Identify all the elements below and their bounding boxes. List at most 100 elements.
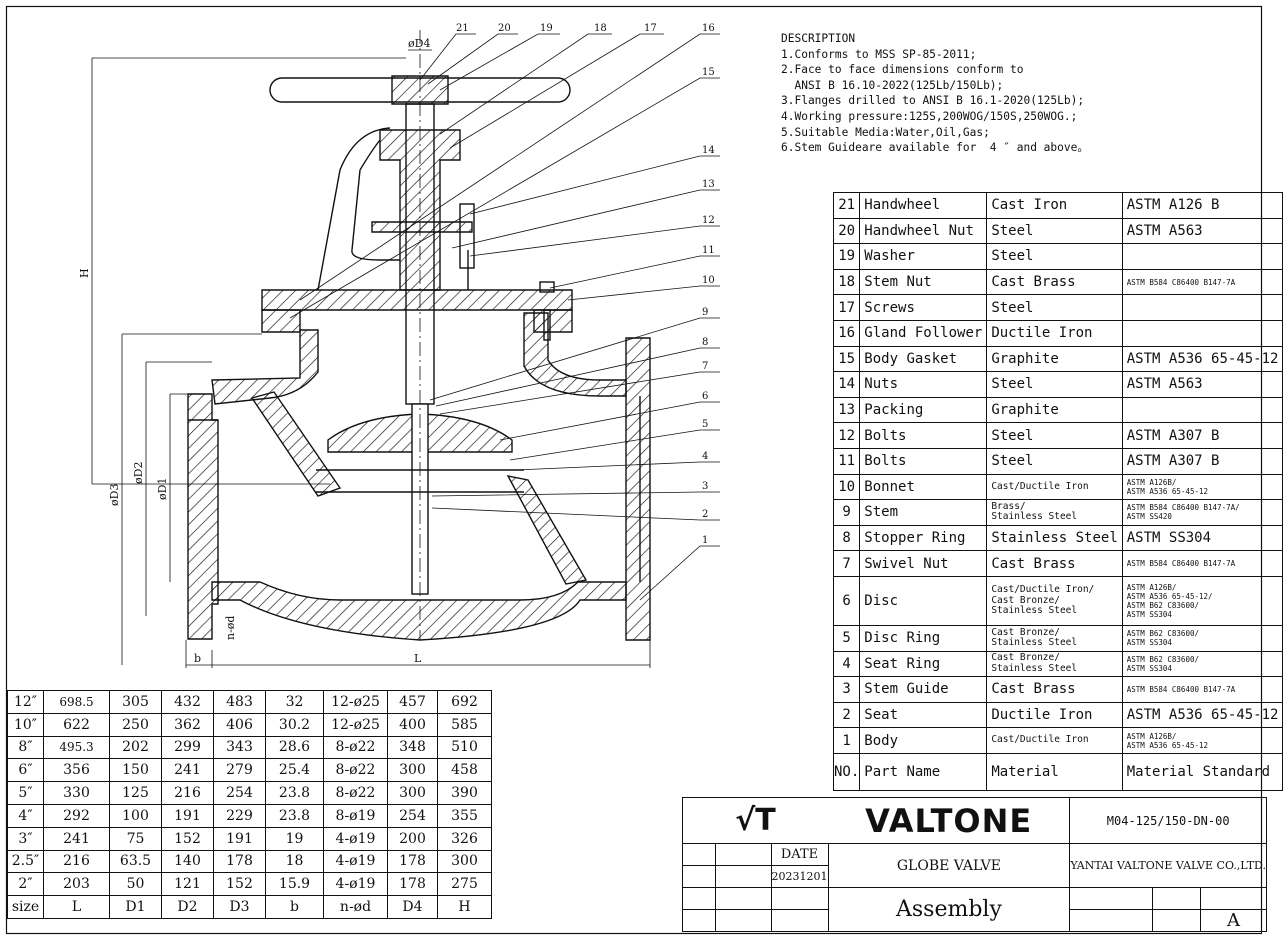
dimension-cell: 2″ xyxy=(7,872,44,897)
dimension-cell: 100 xyxy=(109,803,162,828)
callout-number: 4 xyxy=(702,451,708,462)
callout-number: 15 xyxy=(702,67,715,78)
callout-number: 19 xyxy=(540,23,553,34)
parts-cell-material: Graphite xyxy=(986,396,1123,424)
dimension-cell: 8-ø22 xyxy=(323,781,388,805)
dimension-cell: 3″ xyxy=(7,826,44,851)
parts-cell-name: Gland Follower xyxy=(859,319,988,347)
parts-cell-material: Cast Brass xyxy=(986,550,1123,577)
dimension-cell: 305 xyxy=(109,690,162,714)
dimension-cell: 8″ xyxy=(7,735,44,760)
parts-cell-standard: ASTM A126B/ ASTM A536 65-45-12 xyxy=(1121,727,1283,754)
parts-cell-standard: ASTM A563 xyxy=(1121,217,1283,245)
dimension-cell: 8-ø22 xyxy=(323,735,388,760)
parts-cell-standard: ASTM A563 xyxy=(1121,371,1283,398)
revision: A xyxy=(1200,909,1267,932)
parts-cell-name: Stem Guide xyxy=(859,676,988,703)
parts-cell-no: 13 xyxy=(832,396,861,424)
product-name: GLOBE VALVE xyxy=(827,843,1071,888)
description-title: DESCRIPTION xyxy=(781,32,856,45)
dimension-cell: 355 xyxy=(437,803,492,828)
dimension-header-cell: n-ød xyxy=(323,895,388,919)
parts-cell-name: Disc Ring xyxy=(859,624,988,652)
dimension-cell: 19 xyxy=(265,826,324,851)
callout-number: 1 xyxy=(702,535,708,546)
dimension-cell: 75 xyxy=(109,826,162,851)
dimension-cell: 4-ø19 xyxy=(323,872,388,897)
parts-cell-no: 16 xyxy=(832,319,861,347)
parts-cell-material: Cast Iron xyxy=(986,192,1123,219)
description-block: DESCRIPTION 1.Conforms to MSS SP-85-2011… xyxy=(781,31,1261,156)
dimension-header-cell: L xyxy=(43,895,110,919)
dimension-header-cell: D4 xyxy=(387,895,438,919)
parts-cell-name: Screws xyxy=(859,294,988,321)
dim-d3-label: øD3 xyxy=(108,484,121,506)
dimension-lines xyxy=(91,49,651,668)
callout-number: 8 xyxy=(702,337,708,348)
parts-cell-standard: ASTM A126 B xyxy=(1121,192,1283,219)
dimension-cell: 50 xyxy=(109,872,162,897)
sheet-title: Assembly xyxy=(827,887,1071,932)
dimension-cell: 203 xyxy=(43,872,110,897)
parts-header-material: Material xyxy=(986,752,1123,791)
callout-number: 18 xyxy=(594,23,607,34)
dimension-cell: 28.6 xyxy=(265,735,324,760)
date-value: 20231201 xyxy=(770,865,829,888)
dimension-cell: 356 xyxy=(43,758,110,783)
dimension-cell: 4-ø19 xyxy=(323,849,388,874)
parts-cell-material: Steel xyxy=(986,217,1123,245)
callout-number: 14 xyxy=(702,145,715,156)
parts-cell-standard: ASTM B584 C86400 B147-7A xyxy=(1121,268,1283,296)
dimension-cell: 12-ø25 xyxy=(323,690,388,714)
description-line: 3.Flanges drilled to ANSI B 16.1-2020(12… xyxy=(781,94,1085,108)
dimension-cell: 8-ø19 xyxy=(323,803,388,828)
company-name: YANTAI VALTONE VALVE CO.,LTD. xyxy=(1069,843,1267,888)
valve-outline xyxy=(188,30,641,640)
parts-cell-no: 17 xyxy=(832,294,861,321)
parts-cell-standard: ASTM A126B/ ASTM A536 65-45-12 xyxy=(1121,473,1283,501)
parts-cell-no: 4 xyxy=(832,650,861,678)
dimension-cell: 432 xyxy=(161,690,214,714)
dimension-cell: 229 xyxy=(213,803,266,828)
dimension-cell: 178 xyxy=(387,849,438,874)
parts-cell-standard: ASTM A126B/ ASTM A536 65-45-12/ ASTM B62… xyxy=(1121,575,1283,626)
dim-l-label: L xyxy=(414,652,422,665)
dimension-cell: 254 xyxy=(387,803,438,828)
dimension-cell: 495.3 xyxy=(43,735,110,760)
parts-cell-standard xyxy=(1121,319,1283,347)
dim-d4-label: øD4 xyxy=(408,37,430,50)
parts-cell-name: Handwheel xyxy=(859,192,988,219)
callout-number: 11 xyxy=(702,245,715,256)
parts-cell-material: Graphite xyxy=(986,345,1123,373)
dimension-cell: 400 xyxy=(387,712,438,737)
dimension-cell: 275 xyxy=(437,872,492,897)
dimension-cell: 5″ xyxy=(7,781,44,805)
dimension-cell: 279 xyxy=(213,758,266,783)
dimension-cell: 300 xyxy=(387,758,438,783)
parts-cell-no: 14 xyxy=(832,371,861,398)
parts-cell-no: 3 xyxy=(832,676,861,703)
parts-cell-name: Bonnet xyxy=(859,473,988,501)
parts-cell-material: Cast Brass xyxy=(986,676,1123,703)
brand-mark: √T xyxy=(682,797,829,844)
parts-cell-no: 1 xyxy=(832,727,861,754)
dimension-cell: 23.8 xyxy=(265,803,324,828)
dimension-cell: 63.5 xyxy=(109,849,162,874)
parts-cell-name: Bolts xyxy=(859,447,988,475)
parts-cell-no: 11 xyxy=(832,447,861,475)
parts-cell-standard xyxy=(1121,243,1283,270)
parts-cell-standard: ASTM B584 C86400 B147-7A xyxy=(1121,676,1283,703)
parts-cell-name: Disc xyxy=(859,575,988,626)
